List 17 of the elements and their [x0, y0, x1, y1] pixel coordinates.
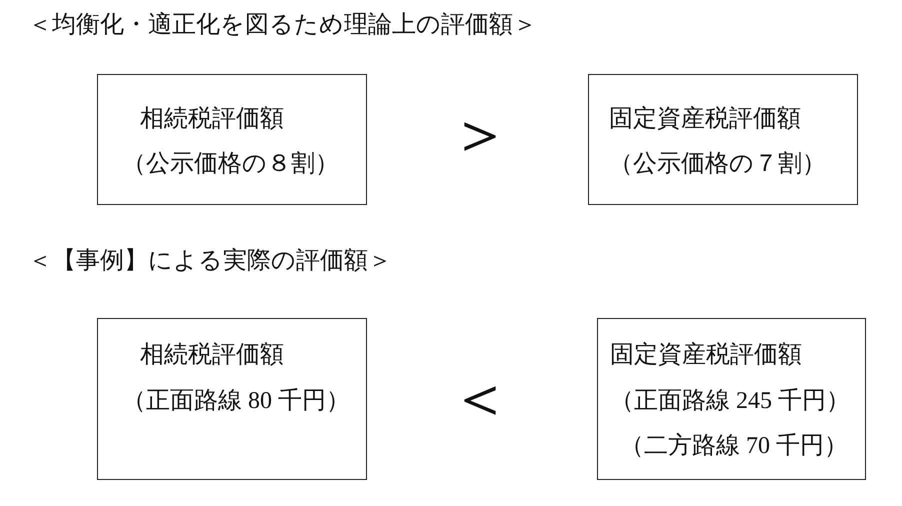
box-heading: 固定資産税評価額 — [610, 341, 802, 370]
box-note: （正面路線 80 千円） — [122, 387, 350, 416]
box-note: （公示価格の７割） — [609, 150, 826, 179]
text-box — [97, 318, 367, 480]
comparison-sign: ＞ — [448, 102, 512, 166]
box-heading: 相続税評価額 — [140, 105, 284, 134]
comparison-sign: ＜ — [448, 366, 512, 430]
box-note: （公示価格の８割） — [122, 150, 339, 179]
box-heading: 相続税評価額 — [140, 341, 284, 370]
box-note: （二方路線 70 千円） — [620, 432, 848, 461]
section-heading: ＜均衡化・適正化を図るため理論上の評価額＞ — [28, 10, 537, 40]
text-box — [97, 74, 367, 205]
section-heading: ＜【事例】による実際の評価額＞ — [28, 246, 392, 276]
text-box — [588, 74, 858, 205]
box-heading: 固定資産税評価額 — [609, 105, 801, 134]
text-box — [597, 318, 866, 480]
box-note: （正面路線 245 千円） — [610, 387, 850, 416]
